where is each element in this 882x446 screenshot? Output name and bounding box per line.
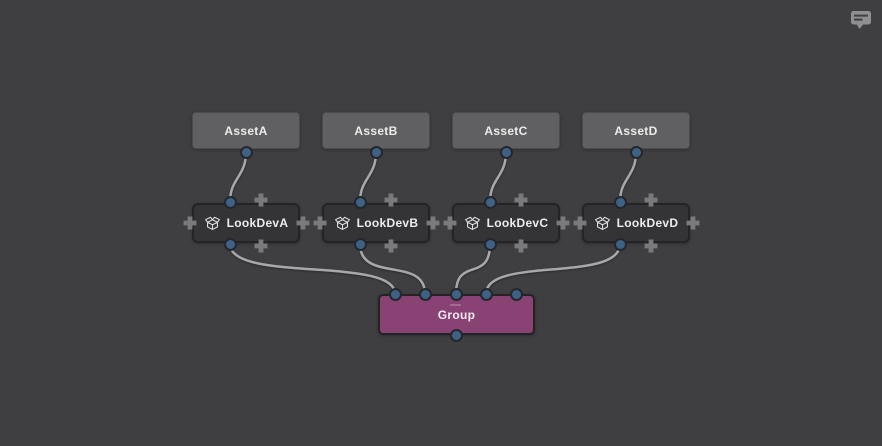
comment-bubble-icon[interactable]	[850, 10, 872, 35]
port-lookdeva-out[interactable]	[223, 237, 237, 251]
port-assetb-out[interactable]	[369, 145, 383, 159]
port-group-in3[interactable]	[479, 287, 493, 301]
node-assetd[interactable]: AssetD	[582, 112, 690, 149]
port-assetc-out[interactable]	[499, 145, 513, 159]
port-group-in2[interactable]	[449, 287, 463, 301]
node-label: AssetD	[614, 123, 658, 138]
port-asseta-out[interactable]	[239, 145, 253, 159]
connection-lookdevc-group[interactable]	[454, 242, 492, 296]
port-lookdevc-out[interactable]	[483, 237, 497, 251]
connection-assetd-lookdevd[interactable]	[618, 150, 638, 204]
node-lookdeva[interactable]: LookDevA	[192, 203, 300, 243]
minus-indicator	[449, 304, 461, 306]
node-lookdevd[interactable]: LookDevD	[582, 203, 690, 243]
port-lookdevc-in[interactable]	[483, 195, 497, 209]
port-lookdevb-out[interactable]	[353, 237, 367, 251]
connection-asseta-lookdeva[interactable]	[228, 150, 248, 204]
node-label: LookDevC	[486, 216, 549, 230]
port-group-out[interactable]	[449, 328, 463, 342]
node-label: LookDevA	[226, 216, 289, 230]
port-group-in0[interactable]	[388, 287, 402, 301]
node-lookdevb[interactable]: LookDevB	[322, 203, 430, 243]
node-label: LookDevB	[356, 216, 419, 230]
node-label: AssetB	[354, 123, 398, 138]
connection-assetc-lookdevc[interactable]	[488, 150, 508, 204]
open-box-icon	[334, 215, 351, 232]
node-label: LookDevD	[616, 216, 679, 230]
connection-lookdevd-group[interactable]	[484, 242, 622, 296]
port-lookdeva-in[interactable]	[223, 195, 237, 209]
node-label: AssetA	[224, 123, 268, 138]
node-label: AssetC	[484, 123, 528, 138]
connection-lookdeva-group[interactable]	[228, 242, 397, 296]
open-box-icon	[464, 215, 481, 232]
port-lookdevd-out[interactable]	[613, 237, 627, 251]
port-lookdevb-in[interactable]	[353, 195, 367, 209]
port-group-in4[interactable]	[509, 287, 523, 301]
connection-assetb-lookdevb[interactable]	[358, 150, 378, 204]
node-assetc[interactable]: AssetC	[452, 112, 560, 149]
open-box-icon	[204, 215, 221, 232]
node-label: Group	[437, 307, 476, 322]
node-asseta[interactable]: AssetA	[192, 112, 300, 149]
connection-lookdevb-group[interactable]	[358, 242, 427, 296]
node-assetb[interactable]: AssetB	[322, 112, 430, 149]
port-lookdevd-in[interactable]	[613, 195, 627, 209]
port-assetd-out[interactable]	[629, 145, 643, 159]
open-box-icon	[594, 215, 611, 232]
node-lookdevc[interactable]: LookDevC	[452, 203, 560, 243]
port-group-in1[interactable]	[418, 287, 432, 301]
